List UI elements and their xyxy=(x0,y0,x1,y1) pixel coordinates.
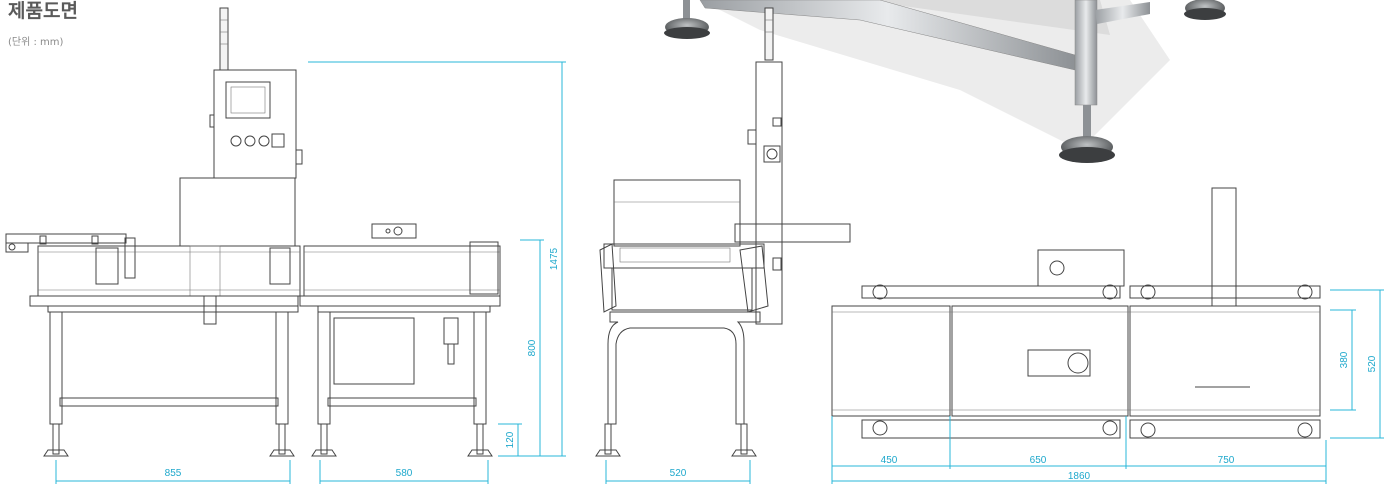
dim-label-520-top: 520 xyxy=(1367,355,1378,372)
dim-label-650: 650 xyxy=(1030,455,1047,466)
dim-label-580: 580 xyxy=(396,468,413,479)
dim-label-1475: 1475 xyxy=(549,247,560,270)
dim-label-800: 800 xyxy=(527,339,538,356)
front-view xyxy=(5,7,501,457)
dim-label-520-side: 520 xyxy=(670,468,687,479)
top-view xyxy=(831,187,1321,439)
dim-label-750: 750 xyxy=(1218,455,1235,466)
page-title: 제품도면 xyxy=(8,0,78,22)
dimension-lines xyxy=(55,61,1384,484)
dim-label-450: 450 xyxy=(881,455,898,466)
dim-label-855: 855 xyxy=(165,468,182,479)
unit-note: (단위 : mm) xyxy=(8,37,64,48)
dim-label-120: 120 xyxy=(505,431,516,448)
product-photo xyxy=(664,0,1226,163)
side-view xyxy=(595,7,851,457)
dim-label-1860: 1860 xyxy=(1068,471,1091,482)
dim-label-380: 380 xyxy=(1339,351,1350,368)
